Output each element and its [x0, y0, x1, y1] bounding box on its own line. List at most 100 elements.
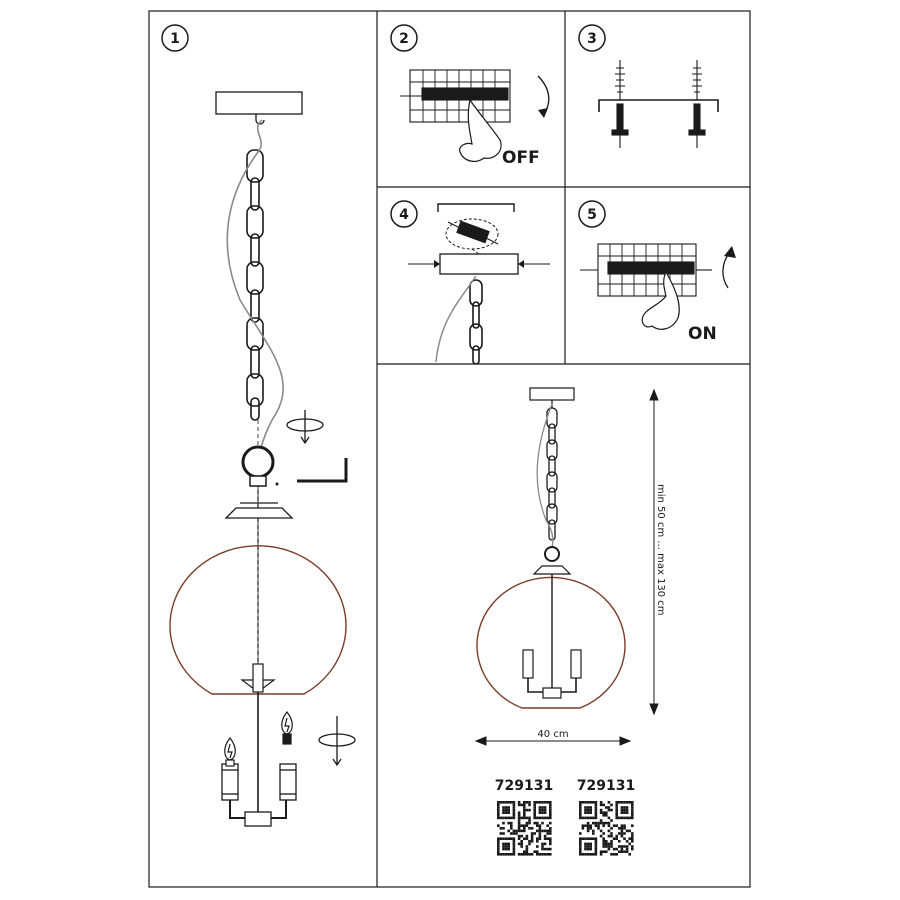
qr-module [510, 827, 513, 830]
wall-plug-icon [615, 60, 625, 100]
screw-icon [611, 103, 629, 148]
qr-module [618, 827, 621, 830]
qr-module [592, 816, 595, 820]
qr-module [625, 806, 629, 809]
qr-module [579, 816, 582, 820]
qr-module [597, 827, 600, 830]
qr-module [502, 837, 505, 840]
candle-holder-right [279, 763, 297, 801]
qr-module [579, 832, 582, 835]
qr-module [512, 850, 516, 853]
qr-module [620, 834, 624, 838]
qr-module [541, 829, 544, 833]
canopy-plate [439, 253, 519, 275]
qr-module [581, 827, 585, 830]
qr-module [512, 816, 516, 820]
qr-module [523, 853, 526, 856]
panel-4-wiring [408, 203, 550, 365]
qr-module [512, 829, 516, 833]
qr-module [625, 816, 629, 820]
qr-module [543, 847, 547, 851]
qr-module [549, 821, 552, 825]
product-code: 729131 [577, 778, 635, 794]
qr-module [536, 821, 539, 825]
qr-module [620, 808, 624, 812]
width-dimension [474, 736, 632, 746]
qr-module [546, 801, 549, 804]
qr-module [497, 847, 500, 851]
qr-module [538, 832, 542, 835]
power-cable [536, 403, 554, 551]
qr-module [631, 834, 634, 838]
qr-module [543, 816, 547, 820]
svg-text:2: 2 [399, 31, 409, 47]
qr-module [631, 816, 634, 820]
qr-module [512, 837, 516, 840]
qr-module [504, 845, 508, 848]
qr-module [536, 840, 539, 843]
qr-module [536, 845, 539, 848]
circuit-breaker-panel [580, 243, 712, 297]
qr-module [618, 816, 621, 820]
qr-module [584, 837, 587, 840]
qr-module [594, 853, 598, 856]
qr-module [533, 801, 536, 804]
qr-module [599, 801, 603, 804]
height-dimension [649, 388, 659, 716]
qr-module [525, 824, 529, 827]
qr-module [594, 847, 598, 851]
panel-grid [148, 10, 751, 888]
qr-code-icon[interactable] [579, 801, 634, 856]
qr-module [536, 850, 539, 853]
qr-module [549, 814, 552, 817]
qr-module [620, 824, 624, 827]
base-hub [244, 811, 272, 827]
qr-module [620, 850, 624, 853]
qr-module [502, 847, 505, 851]
qr-module [549, 816, 552, 820]
qr-module [628, 842, 631, 846]
qr-module [610, 845, 613, 848]
qr-module [594, 806, 598, 809]
qr-module [605, 850, 608, 853]
qr-module [623, 808, 626, 812]
qr-code-icon[interactable] [497, 801, 552, 856]
qr-module [605, 821, 608, 825]
qr-module [610, 840, 613, 843]
qr-module [523, 806, 526, 809]
qr-module [605, 845, 608, 848]
qr-module [523, 803, 526, 807]
qr-module [625, 829, 629, 833]
qr-module [533, 821, 536, 825]
qr-module [610, 808, 613, 812]
qr-module [631, 801, 634, 804]
qr-module [507, 806, 510, 809]
qr-module [517, 837, 521, 840]
qr-module [543, 842, 547, 846]
qr-module [517, 814, 521, 817]
qr-module [533, 832, 536, 835]
qr-module [517, 801, 521, 804]
qr-module [517, 821, 521, 825]
qr-module [510, 821, 513, 825]
qr-module [589, 827, 592, 830]
qr-module [512, 853, 516, 856]
qr-module [549, 806, 552, 809]
qr-module [517, 803, 521, 807]
height-dimension-label: min 50 cm ... max 130 cm [655, 484, 666, 616]
qr-module [599, 808, 603, 812]
qr-module [599, 803, 603, 807]
qr-module [618, 845, 621, 848]
qr-module [543, 801, 547, 804]
qr-module [525, 808, 529, 812]
qr-module [610, 827, 613, 830]
qr-module [594, 850, 598, 853]
qr-module [605, 814, 608, 817]
qr-module [625, 847, 629, 851]
qr-module [620, 832, 624, 835]
qr-module [497, 837, 500, 840]
qr-module [625, 840, 629, 843]
panel-5-power-on: ON [580, 243, 736, 344]
qr-module [549, 808, 552, 812]
qr-module [579, 840, 582, 843]
